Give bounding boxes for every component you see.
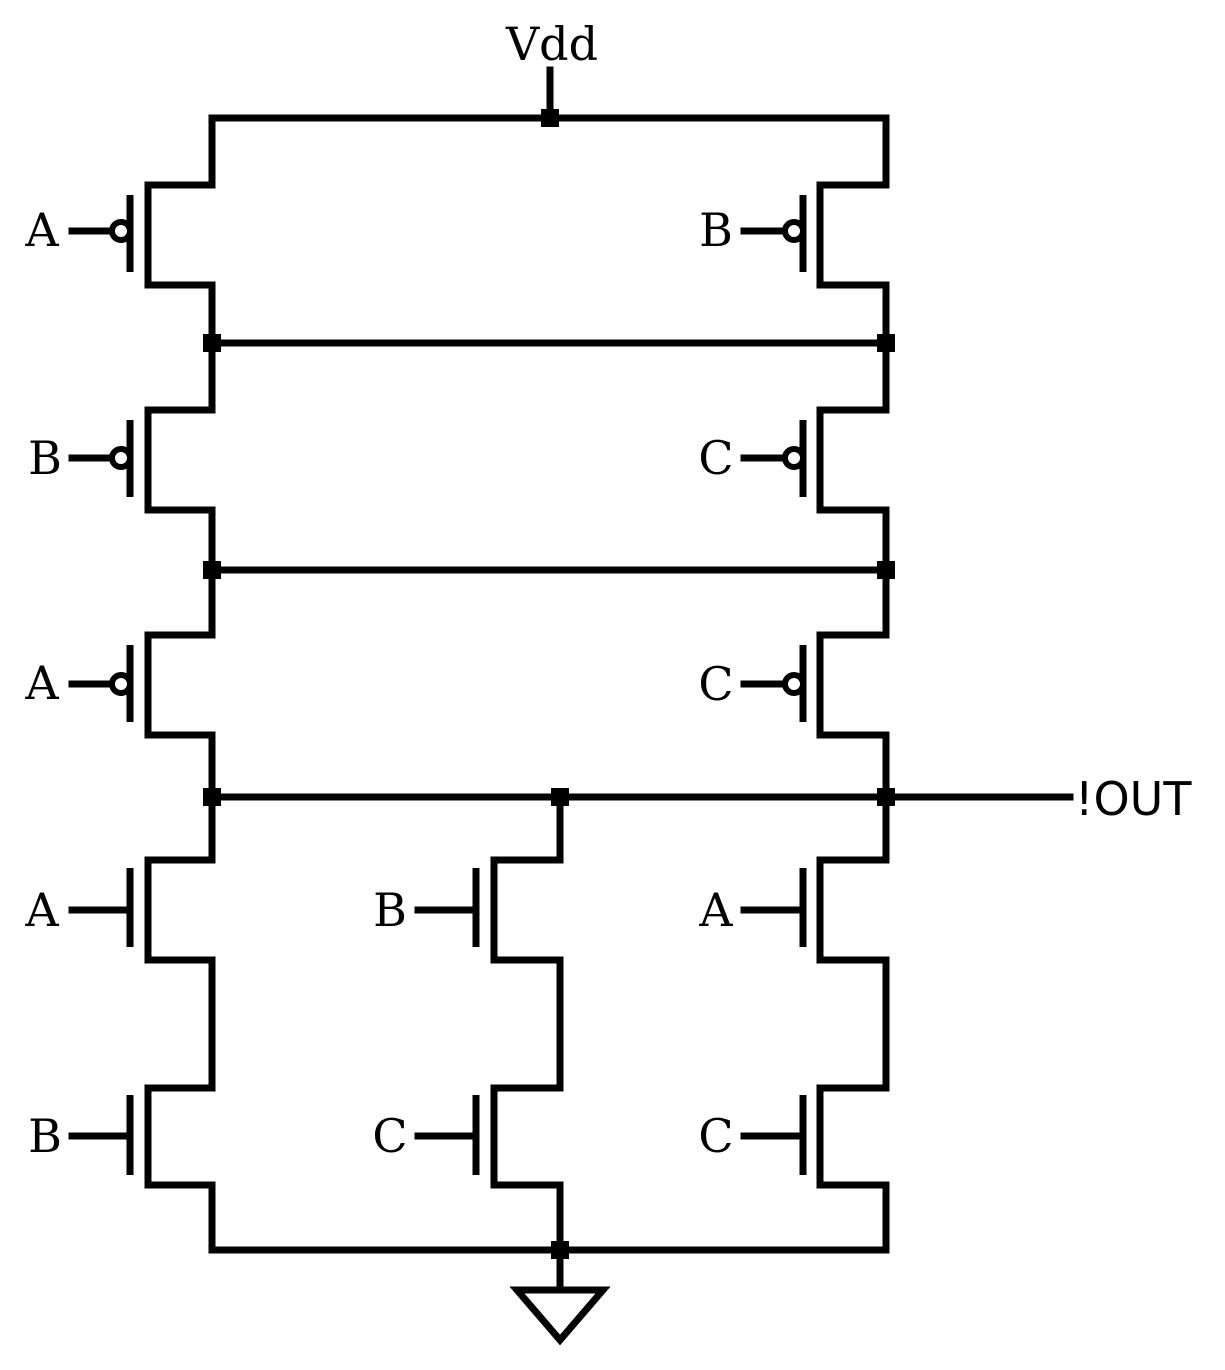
pmos-transistor-b-left-mid: B	[28, 339, 216, 574]
gate-label: C	[372, 1109, 407, 1163]
gate-label: A	[24, 203, 59, 257]
nmos-transistor-a-right-top: A	[698, 793, 890, 1092]
gate-label: A	[24, 656, 59, 710]
nmos-transistor-c-middle-bottom: C	[372, 1084, 564, 1254]
gate-label: A	[698, 883, 733, 937]
gate-label: B	[28, 431, 62, 485]
nmos-transistor-b-left-bottom: B	[28, 1084, 216, 1254]
pmos-transistor-c-right-bottom: C	[698, 566, 890, 801]
output-label: !OUT	[1075, 772, 1192, 826]
gate-label: C	[698, 1109, 733, 1163]
pmos-transistor-b-right-top: B	[699, 181, 890, 347]
nmos-transistor-a-left-top: A	[24, 793, 216, 1092]
nmos-transistor-b-middle-top: B	[373, 793, 564, 1092]
vdd-rail	[208, 114, 890, 189]
ground-symbol-icon	[509, 1286, 611, 1346]
pmos-transistor-a-left-bottom: A	[24, 566, 216, 801]
pmos-transistor-c-right-mid: C	[698, 339, 890, 574]
vdd-junction	[541, 109, 559, 127]
gate-label: B	[373, 883, 407, 937]
vdd-label: Vdd	[505, 17, 598, 71]
pmos-transistor-a-left-top: A	[24, 181, 216, 347]
gate-label: B	[28, 1109, 62, 1163]
gate-label: C	[698, 431, 733, 485]
gate-label: B	[699, 203, 733, 257]
gate-label: C	[698, 657, 733, 711]
gate-label: A	[24, 883, 59, 937]
nmos-transistor-c-right-bottom: C	[698, 1084, 890, 1254]
